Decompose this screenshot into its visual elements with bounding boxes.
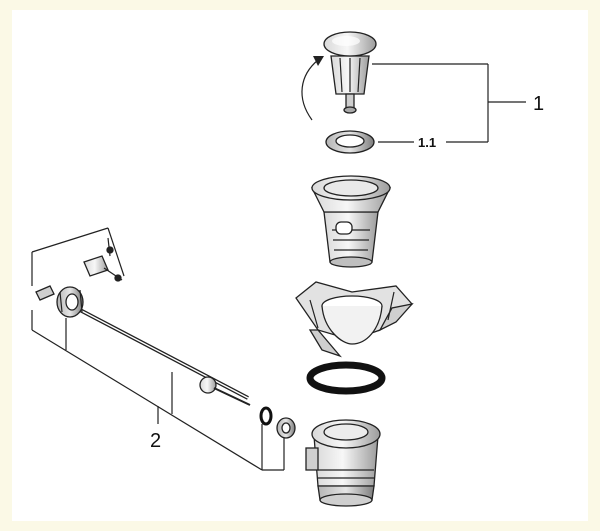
drain-body-lower: [305, 419, 381, 507]
basin-cutaway: [295, 281, 414, 358]
callout-2: 2: [150, 430, 161, 452]
callout-1-1: 1.1: [418, 135, 436, 150]
lift-rod-assembly: [35, 237, 251, 406]
leader-lines-1: [372, 63, 526, 143]
rotation-arrow: [301, 56, 324, 121]
nut-small: [276, 417, 296, 439]
leader-lines-2: [31, 227, 285, 471]
pop-up-stopper: [323, 31, 377, 114]
rubber-gasket: [306, 361, 386, 395]
callout-1: 1: [533, 93, 544, 115]
drain-body-upper: [310, 175, 392, 268]
washer-small: [259, 406, 273, 426]
seal-ring: [325, 130, 375, 154]
diagram-panel: [12, 10, 588, 521]
